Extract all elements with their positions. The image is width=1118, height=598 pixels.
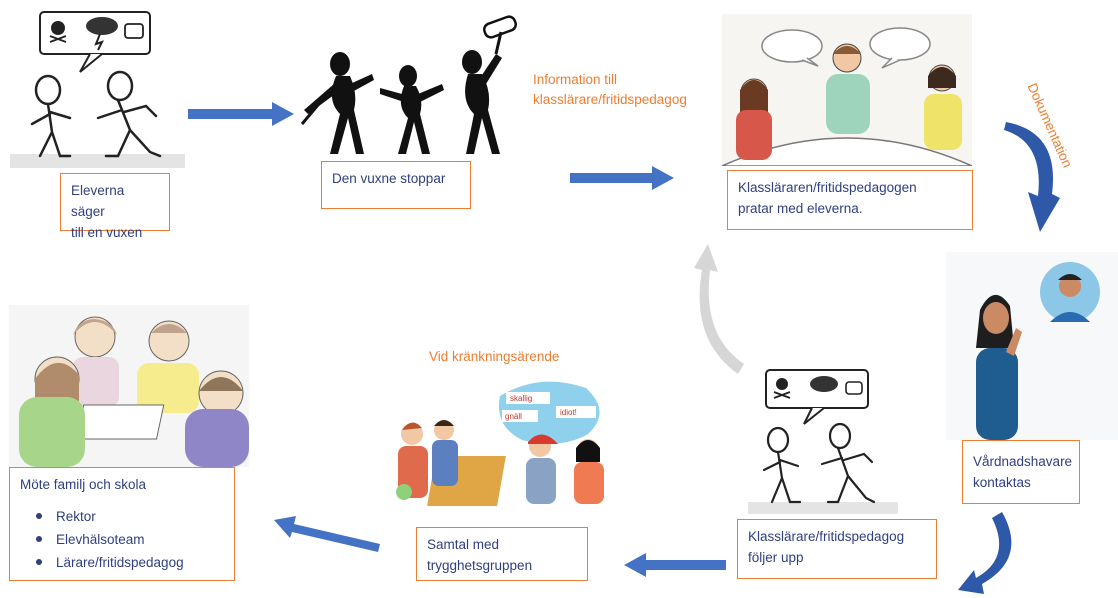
step-adult-stops: Den vuxne stoppar xyxy=(321,161,471,209)
participant-item: Lärare/fritidspedagog xyxy=(36,551,224,574)
illustration-family-meeting xyxy=(9,305,249,467)
step-safety-group-talk: Samtal med trygghetsgruppen xyxy=(416,527,588,581)
participant-list: Rektor Elevhälsoteam Lärare/fritidspedag… xyxy=(20,505,224,574)
step-family-school-meeting: Möte familj och skola Rektor Elevhälsote… xyxy=(9,467,235,581)
step1-line2: till en vuxen xyxy=(71,225,143,240)
step4-line1: Vårdnadshavare xyxy=(973,454,1073,469)
illustration-group-talk: skallig idiot! gnäll xyxy=(390,376,618,526)
participant-item: Rektor xyxy=(36,505,224,528)
step-students-tell-adult: Eleverna säger till en vuxen xyxy=(60,173,170,240)
step3-line1: Klassläraren/fritidspedagogen xyxy=(738,180,917,195)
annotation-information-line2: klasslärare/fritidspedagog xyxy=(533,92,687,107)
storm-cloud-icon xyxy=(86,17,118,51)
step-teacher-follows-up: Klasslärare/fritidspedagog följer upp xyxy=(737,519,937,579)
illustration-follow-up xyxy=(748,366,898,518)
step1-line1: Eleverna säger xyxy=(71,183,125,219)
step7-title: Möte familj och skola xyxy=(20,477,147,492)
svg-text:skallig: skallig xyxy=(510,394,532,403)
arrow-step1-to-step2 xyxy=(188,102,294,126)
arrow-step6-to-step7 xyxy=(274,516,380,552)
arrow-loop-back xyxy=(694,244,744,374)
illustration-adult-stops xyxy=(296,14,521,164)
participant-item: Elevhälsoteam xyxy=(36,528,224,551)
svg-text:gnäll: gnäll xyxy=(505,412,522,421)
arrow-step3-to-step4 xyxy=(1004,122,1060,232)
step4-line2: kontaktas xyxy=(973,475,1031,490)
arrow-step2-to-step3 xyxy=(570,166,674,190)
illustration-students-conflict xyxy=(10,6,185,176)
illustration-phone-call xyxy=(946,252,1118,440)
phone-icon xyxy=(1040,262,1100,322)
step2-line1: Den vuxne stoppar xyxy=(332,171,446,186)
annotation-information-line1: Information till xyxy=(533,72,618,87)
annotation-information: Information till klasslärare/fritidspeda… xyxy=(533,70,687,110)
fist-icon xyxy=(124,23,144,39)
step5-line1: Klasslärare/fritidspedagog xyxy=(748,529,905,544)
step3-line2: pratar med eleverna. xyxy=(738,201,863,216)
step6-line2: trygghetsgruppen xyxy=(427,558,533,573)
svg-text:idiot!: idiot! xyxy=(560,408,577,417)
arrow-step4-to-step5 xyxy=(958,512,1012,594)
illustration-teacher-talks xyxy=(722,14,972,166)
skull-icon xyxy=(49,21,67,43)
speech-label-1 xyxy=(506,392,550,404)
step-guardians-contacted: Vårdnadshavare kontaktas xyxy=(962,440,1080,504)
annotation-violation-case: Vid kränkningsärende xyxy=(429,349,560,364)
step5-line2: följer upp xyxy=(748,550,804,565)
step-teacher-talks: Klassläraren/fritidspedagogen pratar med… xyxy=(727,170,973,230)
arrow-step5-to-step6 xyxy=(624,553,726,577)
step6-line1: Samtal med xyxy=(427,537,500,552)
